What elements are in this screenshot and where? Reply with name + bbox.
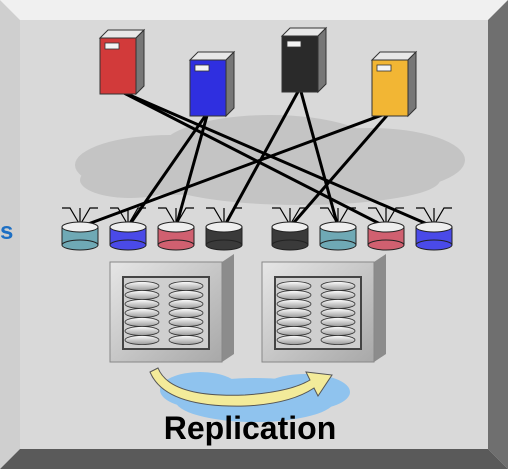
disk-platter <box>168 326 204 336</box>
server-side <box>407 50 417 118</box>
connection-line <box>174 111 210 228</box>
storage-array <box>109 254 234 363</box>
connection-line <box>117 88 435 229</box>
array-side <box>374 254 386 362</box>
array-side <box>222 254 234 362</box>
volume-bottom <box>61 239 99 251</box>
volume-bottom <box>319 239 357 251</box>
disk-platter <box>124 299 160 309</box>
disk-platter <box>276 326 312 336</box>
storage-array <box>261 254 386 363</box>
servers <box>98 26 418 118</box>
disk-platter <box>124 290 160 300</box>
volume-teal-2 <box>319 207 357 251</box>
volume-top <box>271 221 309 233</box>
frame-top-bevel <box>0 0 508 20</box>
volume-top <box>367 221 405 233</box>
volume-black-2 <box>271 207 309 251</box>
volume-top <box>61 221 99 233</box>
disk-platter <box>276 317 312 327</box>
server-drive-slot <box>194 64 210 72</box>
disk-platter <box>124 335 160 345</box>
volume-blue-2 <box>415 207 453 251</box>
volume-teal-1 <box>61 207 99 251</box>
connection-line <box>79 110 391 229</box>
disk-platter <box>276 281 312 291</box>
volume-bottom <box>367 239 405 251</box>
disk-platter <box>320 308 356 318</box>
volume-top <box>157 221 195 233</box>
disk-platter <box>124 308 160 318</box>
frame-left-bevel <box>0 0 20 469</box>
disk-platter <box>168 308 204 318</box>
disk-platter <box>168 290 204 300</box>
disk-platter <box>168 317 204 327</box>
disk-platter <box>320 326 356 336</box>
volume-bottom <box>109 239 147 251</box>
volume-black-1 <box>205 207 243 251</box>
replication-arrow <box>149 367 333 407</box>
replication <box>149 367 350 422</box>
disk-platter <box>320 335 356 345</box>
disk-platter <box>124 281 160 291</box>
disk-platter <box>168 281 204 291</box>
disk-platter <box>320 281 356 291</box>
server-drive-slot <box>286 40 302 48</box>
server-side <box>135 28 145 96</box>
server-drive-slot <box>104 42 120 50</box>
volume-red-1 <box>157 207 195 251</box>
disk-platter <box>320 299 356 309</box>
volume-red-2 <box>367 207 405 251</box>
disk-platter <box>276 290 312 300</box>
volume-blue-1 <box>109 207 147 251</box>
connection-line <box>117 88 387 229</box>
server-icon <box>188 50 236 118</box>
connection-line <box>298 87 340 228</box>
connection-line <box>222 87 302 228</box>
storage-arrays <box>109 254 386 363</box>
disk-platter <box>168 299 204 309</box>
volume-top <box>109 221 147 233</box>
server-side <box>317 26 327 94</box>
disk-platter <box>124 326 160 336</box>
server-icon <box>280 26 328 94</box>
disk-platter <box>276 308 312 318</box>
volumes <box>61 207 453 251</box>
frame-right-bevel <box>488 0 508 469</box>
volume-bottom <box>157 239 195 251</box>
server-icon <box>370 50 418 118</box>
cloud-puff <box>80 162 180 198</box>
volume-top <box>415 221 453 233</box>
volume-top <box>205 221 243 233</box>
volume-bottom <box>415 239 453 251</box>
connection-links <box>79 87 435 229</box>
disk-platter <box>168 335 204 345</box>
volume-top <box>319 221 357 233</box>
server-side <box>225 50 235 118</box>
disk-platter <box>320 290 356 300</box>
disk-platter <box>276 299 312 309</box>
replication-caption: Replication <box>163 410 337 446</box>
frame-bottom-bevel <box>0 449 508 469</box>
volume-bottom <box>205 239 243 251</box>
disk-platter <box>124 317 160 327</box>
server-drive-slot <box>376 64 392 72</box>
cloud-puff <box>160 155 440 205</box>
disk-platter <box>276 335 312 345</box>
edge-text-fragment: s <box>0 218 14 245</box>
volume-bottom <box>271 239 309 251</box>
disk-platter <box>320 317 356 327</box>
server-icon <box>98 28 146 96</box>
